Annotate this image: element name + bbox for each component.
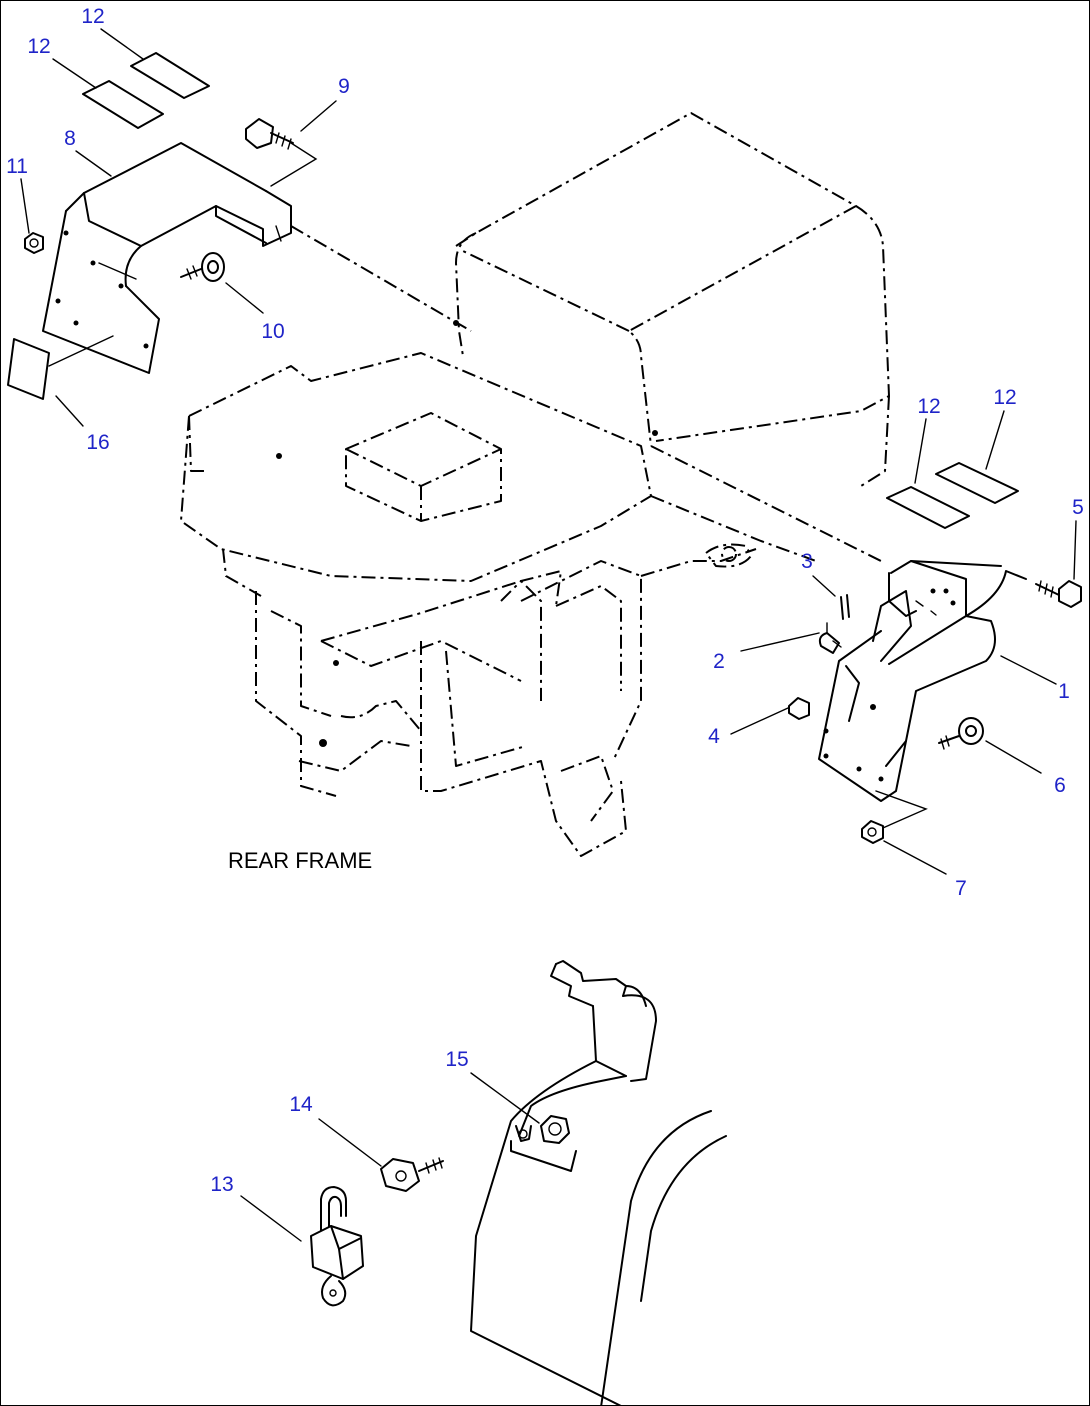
nut-part-7 xyxy=(861,820,884,844)
callout-4: 4 xyxy=(708,725,720,748)
callout-13: 13 xyxy=(210,1173,233,1196)
plate-part-16 xyxy=(7,338,50,400)
mudguard-detail xyxy=(470,960,727,1405)
rear-frame xyxy=(180,112,890,857)
callout-15: 15 xyxy=(445,1048,468,1071)
callout-3: 3 xyxy=(801,550,813,573)
nut-part-4 xyxy=(788,697,810,720)
callout-8: 8 xyxy=(64,127,76,150)
callout-9: 9 xyxy=(338,75,350,98)
bolt-part-6 xyxy=(938,717,984,750)
pin-part-3 xyxy=(840,594,850,620)
bolt-part-5 xyxy=(1035,580,1082,608)
decal-part-12-b xyxy=(82,80,164,129)
clip-part-2 xyxy=(818,622,842,654)
callout-16: 16 xyxy=(86,431,109,454)
rear-frame-caption: REAR FRAME xyxy=(228,848,372,873)
callout-2: 2 xyxy=(713,650,725,673)
callout-5: 5 xyxy=(1072,496,1084,519)
padlock-part-13 xyxy=(310,1186,364,1307)
decal-part-12-c xyxy=(935,462,1019,504)
nut-part-11 xyxy=(24,232,44,254)
callout-11: 11 xyxy=(6,155,28,178)
bolt-part-10 xyxy=(180,252,225,282)
callout-12-a: 12 xyxy=(81,5,104,28)
leader-lines xyxy=(20,28,1077,1242)
callout-12-c: 12 xyxy=(917,395,940,418)
callout-10: 10 xyxy=(261,320,284,343)
callout-1: 1 xyxy=(1058,680,1070,703)
callout-6: 6 xyxy=(1054,774,1066,797)
callout-12-b: 12 xyxy=(27,35,50,58)
callout-14: 14 xyxy=(289,1093,313,1116)
decal-part-12-a xyxy=(130,52,210,99)
bracket-part-14 xyxy=(380,1157,444,1192)
right-bracket-part-1 xyxy=(818,560,1027,832)
left-guard-part-8 xyxy=(42,142,292,374)
callouts: 1 2 3 4 5 6 7 8 9 10 11 12 12 12 12 13 1… xyxy=(6,5,1084,1196)
callout-12-d: 12 xyxy=(993,386,1016,409)
bolt-part-9 xyxy=(245,118,318,187)
decal-part-12-d xyxy=(886,486,970,529)
callout-7: 7 xyxy=(955,877,967,900)
